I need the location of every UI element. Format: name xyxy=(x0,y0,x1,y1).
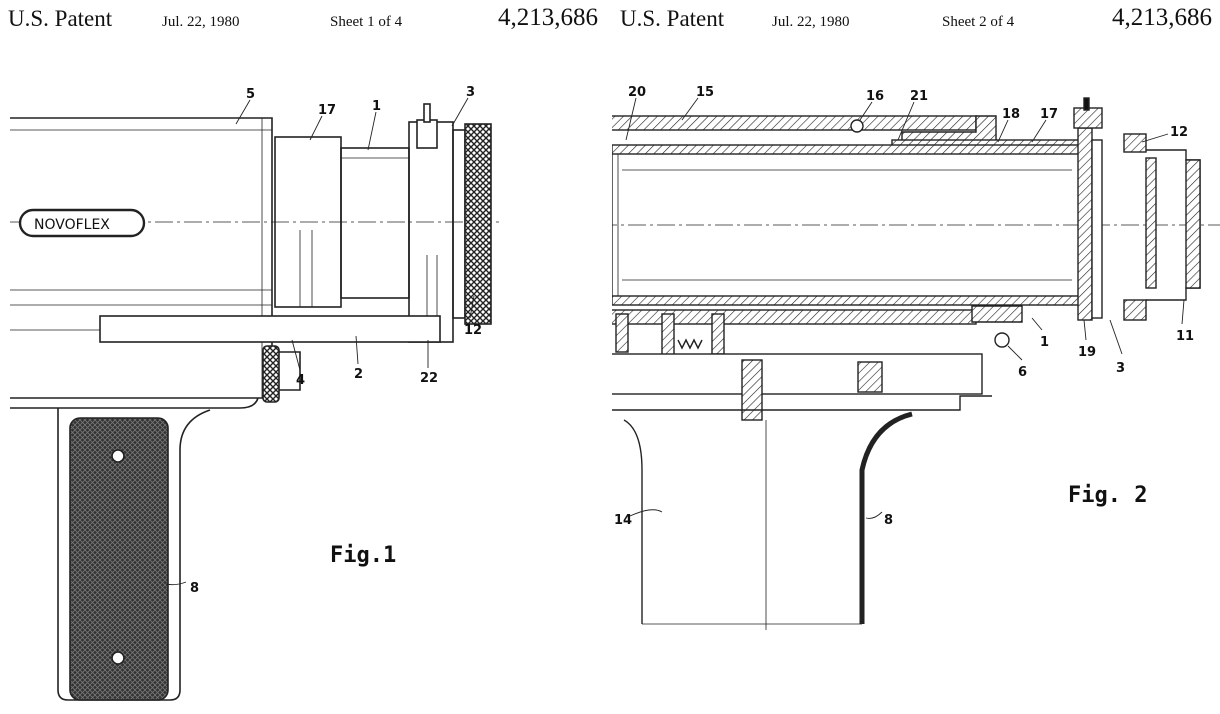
ref-label: 14 xyxy=(614,513,632,528)
ref-label: 4 xyxy=(296,373,305,388)
ref-label: 2 xyxy=(354,367,363,382)
header-sheet-number: Sheet 1 of 4 xyxy=(330,14,403,30)
ref-label: 11 xyxy=(1176,329,1194,344)
header-date: Jul. 22, 1980 xyxy=(772,14,850,30)
ref-label: 1 xyxy=(1040,335,1049,350)
ref-label: 16 xyxy=(866,89,884,104)
figure-1-drawing: NOVOFLEX 5 17 1 3 12 4 2 22 8 Fig.1 xyxy=(10,85,500,701)
ref-label: 22 xyxy=(420,371,438,386)
figure-2-drawing: 20 15 16 21 18 17 12 6 1 19 3 11 14 8 Fi… xyxy=(612,85,1220,630)
ref-label: 5 xyxy=(246,87,255,102)
patent-sheet-2: U.S. Patent Jul. 22, 1980 Sheet 2 of 4 4… xyxy=(612,0,1220,714)
header-patent-number: 4,213,686 xyxy=(1112,4,1212,31)
brand-badge-text: NOVOFLEX xyxy=(34,217,110,233)
figure-label: Fig. 2 xyxy=(1068,483,1147,508)
patent-sheet-1: U.S. Patent Jul. 22, 1980 Sheet 1 of 4 4… xyxy=(0,0,606,714)
ref-label: 12 xyxy=(464,323,482,338)
header-date: Jul. 22, 1980 xyxy=(162,14,240,30)
header-patent-number: 4,213,686 xyxy=(498,4,598,31)
ref-label: 20 xyxy=(628,85,646,100)
ref-label: 1 xyxy=(372,99,381,114)
ref-label: 8 xyxy=(884,513,893,528)
header-sheet-number: Sheet 2 of 4 xyxy=(942,14,1015,30)
ref-label: 18 xyxy=(1002,107,1020,122)
ref-label: 15 xyxy=(696,85,714,100)
ref-label: 17 xyxy=(318,103,336,118)
ref-label: 12 xyxy=(1170,125,1188,140)
ref-label: 8 xyxy=(190,581,199,596)
ref-label: 3 xyxy=(1116,361,1125,376)
ref-label: 17 xyxy=(1040,107,1058,122)
ref-label: 6 xyxy=(1018,365,1027,380)
header-patent-label: U.S. Patent xyxy=(620,6,725,31)
figure-label: Fig.1 xyxy=(330,543,396,568)
ref-label: 21 xyxy=(910,89,928,104)
ref-label: 19 xyxy=(1078,345,1096,360)
header-patent-label: U.S. Patent xyxy=(8,6,113,31)
ref-label: 3 xyxy=(466,85,475,100)
